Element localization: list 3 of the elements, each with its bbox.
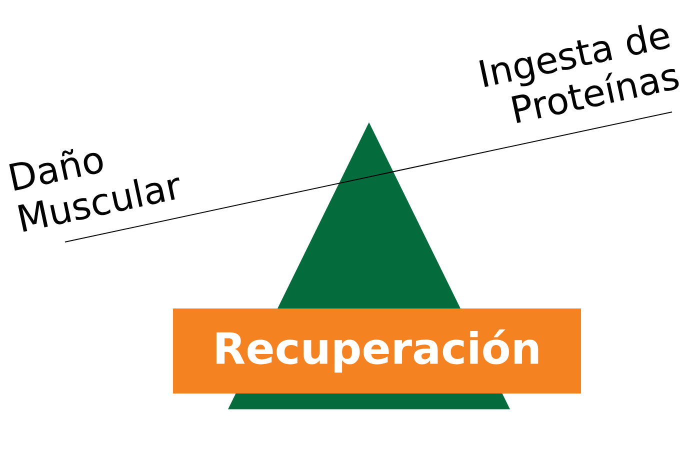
label-box: Recuperación: [173, 308, 581, 394]
rotated-label: Daño Muscular: [9, 148, 180, 232]
rotated-label: Ingesta de Proteínas: [479, 24, 679, 124]
